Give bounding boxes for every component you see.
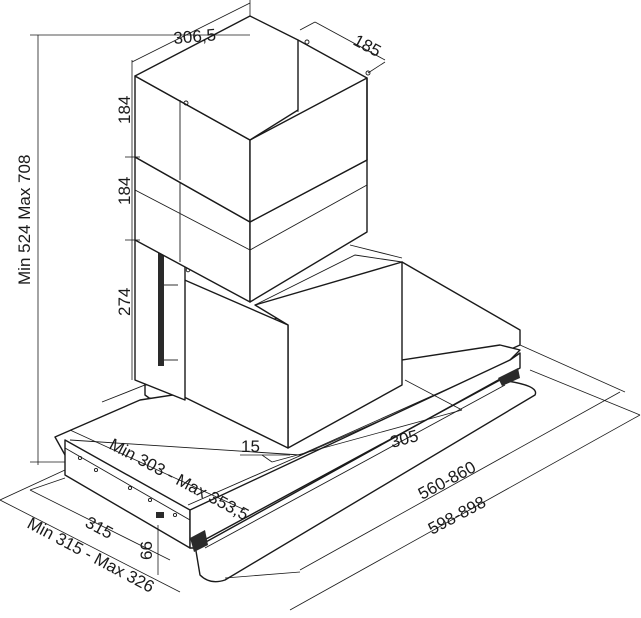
total-height-label: Min 524 Max 708	[15, 155, 34, 285]
lower-height-label: 274	[115, 288, 134, 316]
depth-label: 315	[82, 513, 116, 543]
chimney-upper	[134, 15, 371, 223]
motor-housing	[179, 244, 403, 449]
glass-width-label: 560-860	[415, 457, 479, 503]
canopy-height-label: 66	[137, 541, 156, 560]
edge-offset-label: 15	[241, 437, 260, 456]
middle-height-label: 184	[115, 177, 134, 205]
overall-width-label: 598-898	[425, 492, 489, 538]
upper-height-label: 184	[115, 96, 134, 124]
chimney-width-label: 306,5	[173, 25, 217, 48]
